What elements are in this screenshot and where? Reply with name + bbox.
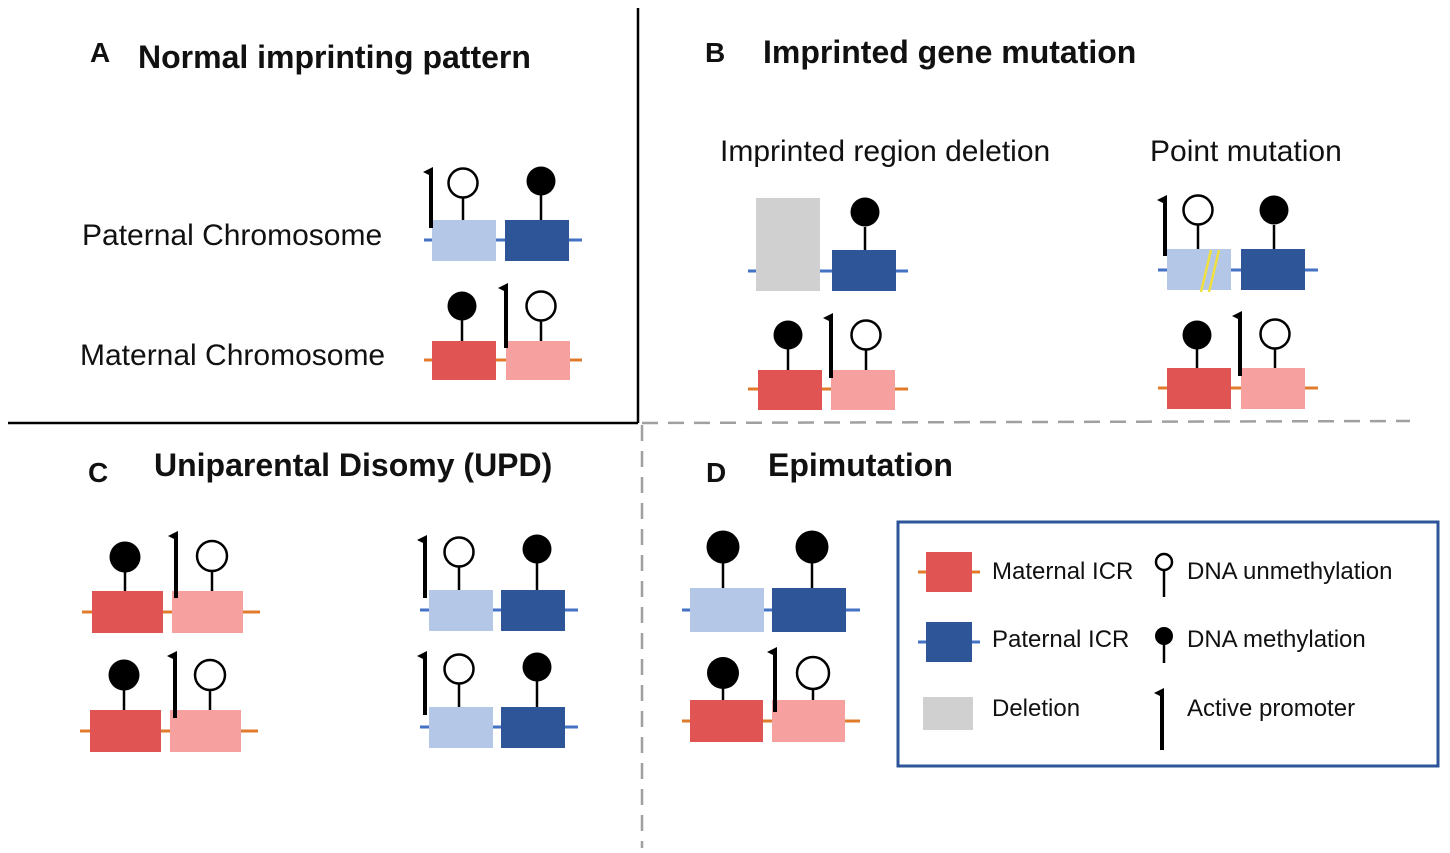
lollipop-methylated-icon — [108, 659, 140, 710]
paternal-icr-box — [832, 250, 896, 291]
maternal-upd-chromosome-2 — [80, 651, 258, 752]
lollipop-unmethylated-icon — [1259, 318, 1291, 368]
lollipop-unmethylated-icon — [195, 539, 229, 591]
point-mutation-subtitle: Point mutation — [1150, 135, 1342, 168]
lollipop-methylated-icon — [526, 166, 556, 220]
panel-a-letter: A — [90, 37, 110, 68]
paternal-chromosome-deletion — [748, 197, 908, 291]
legend-active-promoter-label: Active promoter — [1187, 695, 1355, 722]
paternal-gene-box — [429, 707, 493, 748]
paternal-chromosome-point-mutation — [1157, 194, 1318, 293]
legend-maternal-icr-label: Maternal ICR — [992, 558, 1133, 585]
maternal-gene-box — [172, 591, 243, 633]
panel-dividers — [8, 8, 1411, 848]
lollipop-unmethylated-icon — [447, 167, 479, 220]
maternal-chromosome-a — [424, 283, 582, 380]
legend-paternal-icr: Paternal ICR — [918, 622, 1129, 662]
lollipop-methylated-icon — [522, 534, 552, 590]
maternal-icr-box — [90, 710, 161, 752]
point-mutation-mark-icon — [1199, 249, 1221, 293]
maternal-icr-box — [1167, 368, 1231, 409]
lollipop-methylated-icon — [1155, 627, 1173, 663]
panel-c: C Uniparental Disomy (UPD) — [80, 447, 578, 752]
lollipop-methylated-icon — [706, 530, 740, 588]
panel-d: D Epimutation — [682, 447, 953, 742]
maternal-chromosome-label: Maternal Chromosome — [80, 339, 385, 372]
lollipop-unmethylated-icon — [850, 319, 882, 370]
panel-a: A Normal imprinting pattern Paternal Chr… — [80, 37, 582, 380]
lollipop-methylated-icon — [707, 657, 739, 700]
lollipop-methylated-icon — [773, 320, 803, 370]
maternal-chromosome-deletion — [748, 313, 908, 410]
panel-d-title: Epimutation — [768, 447, 953, 483]
maternal-icr-box — [758, 370, 822, 410]
legend: Maternal ICR Paternal ICR Deletion DNA u… — [896, 520, 1440, 768]
paternal-icr-swatch — [926, 622, 972, 662]
deletion-swatch — [923, 697, 973, 730]
maternal-icr-box — [690, 700, 763, 742]
maternal-upd-chromosome-1 — [82, 531, 260, 633]
legend-dna-methylation: DNA methylation — [1155, 626, 1366, 663]
paternal-gene-box — [429, 590, 493, 631]
maternal-gene-box — [506, 341, 570, 380]
maternal-gene-box — [772, 700, 845, 742]
panel-b-title: Imprinted gene mutation — [763, 34, 1136, 70]
legend-dna-methylation-label: DNA methylation — [1187, 626, 1366, 653]
lollipop-methylated-icon — [1259, 195, 1289, 249]
paternal-icr-box — [1241, 249, 1305, 290]
deleted-region-box — [756, 198, 820, 291]
paternal-icr-box — [772, 588, 846, 632]
legend-deletion: Deletion — [923, 695, 1080, 730]
maternal-gene-box — [831, 370, 895, 410]
panel-a-title: Normal imprinting pattern — [138, 39, 531, 75]
lollipop-methylated-icon — [795, 530, 829, 588]
panel-b-letter: B — [705, 37, 725, 68]
paternal-icr-box — [501, 707, 565, 748]
lollipop-unmethylated-icon — [443, 653, 475, 707]
paternal-upd-chromosome-2 — [417, 651, 578, 748]
panel-c-title: Uniparental Disomy (UPD) — [154, 447, 552, 483]
legend-deletion-label: Deletion — [992, 695, 1080, 722]
paternal-upd-chromosome-1 — [417, 534, 578, 631]
paternal-gene-box — [432, 220, 496, 261]
maternal-chromosome-point-mutation — [1158, 311, 1318, 409]
maternal-gene-box — [170, 710, 241, 752]
lollipop-unmethylated-icon — [1154, 552, 1174, 597]
deletion-subtitle: Imprinted region deletion — [720, 135, 1050, 168]
legend-maternal-icr: Maternal ICR — [918, 552, 1133, 592]
legend-dna-unmethylation: DNA unmethylation — [1154, 552, 1392, 597]
panel-c-letter: C — [88, 457, 108, 488]
paternal-chromosome-a — [423, 166, 582, 261]
paternal-icr-box — [505, 220, 569, 261]
paternal-chromosome-label: Paternal Chromosome — [82, 219, 382, 252]
legend-dna-unmethylation-label: DNA unmethylation — [1187, 558, 1392, 585]
panel-b: B Imprinted gene mutation Imprinted regi… — [705, 34, 1342, 410]
maternal-icr-swatch — [926, 552, 972, 592]
lollipop-methylated-icon — [1182, 320, 1212, 368]
paternal-gene-box — [690, 588, 764, 632]
lollipop-methylated-icon — [109, 541, 141, 591]
legend-active-promoter: Active promoter — [1154, 688, 1355, 750]
maternal-icr-box — [92, 591, 163, 633]
lollipop-unmethylated-icon — [525, 290, 557, 341]
lollipop-methylated-icon — [447, 291, 477, 341]
lollipop-unmethylated-icon — [443, 536, 475, 590]
maternal-gene-box — [1241, 368, 1305, 409]
lollipop-unmethylated-icon — [193, 658, 227, 710]
lollipop-methylated-icon — [850, 197, 880, 250]
lollipop-unmethylated-icon — [795, 655, 831, 700]
paternal-gene-box — [1167, 249, 1231, 290]
lollipop-methylated-icon — [522, 652, 552, 707]
panel-d-letter: D — [706, 457, 726, 488]
epimutation-maternal-chromosome — [682, 647, 860, 742]
maternal-icr-box — [432, 341, 496, 380]
lollipop-unmethylated-icon — [1182, 194, 1214, 249]
paternal-icr-box — [501, 590, 565, 631]
legend-paternal-icr-label: Paternal ICR — [992, 626, 1129, 653]
epimutation-paternal-chromosome — [682, 530, 860, 632]
